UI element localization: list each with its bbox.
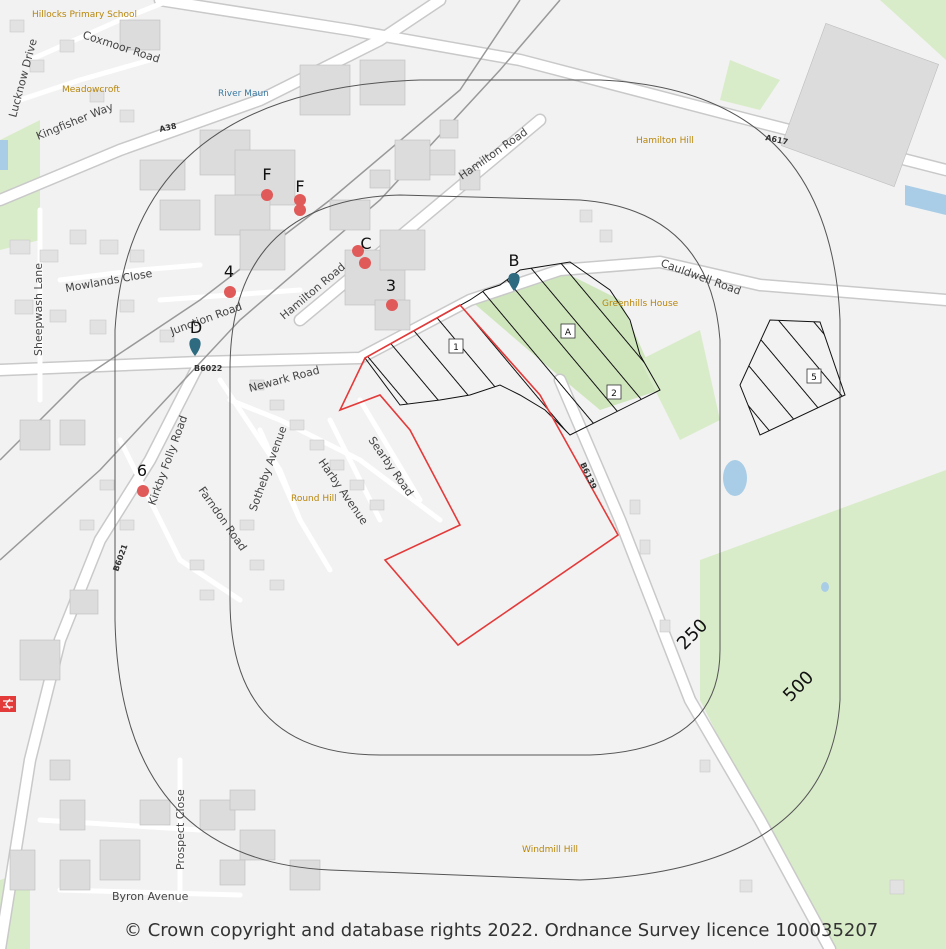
marker-label: 6 [137, 461, 147, 480]
area-label-2: 2 [606, 384, 622, 400]
marker-label: C [360, 234, 371, 253]
area-label-a: A [560, 323, 576, 339]
label-sheepwash-lane: Sheepwash Lane [32, 263, 45, 356]
marker-c[interactable]: C [352, 234, 372, 269]
marker-dot [261, 189, 273, 201]
label-round-hill: Round Hill [291, 494, 337, 504]
marker-b[interactable]: B [508, 251, 520, 291]
marker-dot [386, 299, 398, 311]
hatched-areas [364, 261, 846, 436]
marker-f2[interactable]: F [294, 177, 306, 216]
area-label-5: 5 [806, 368, 822, 384]
label-river-maun: River Maun [218, 89, 269, 99]
label-b6022: B6022 [194, 364, 222, 373]
marker-4[interactable]: 4 [224, 262, 236, 298]
label-byron-avenue: Byron Avenue [112, 890, 189, 903]
residential-blocks [9, 19, 905, 895]
label-meadowcroft: Meadowcroft [62, 85, 120, 95]
marker-label: F [295, 177, 304, 196]
marker-label: 4 [224, 262, 234, 281]
svg-text:5: 5 [811, 373, 817, 383]
label-a38: A38 [159, 121, 178, 133]
marker-dot [224, 286, 236, 298]
marker-3[interactable]: 3 [386, 276, 398, 311]
marker-f[interactable]: F [261, 165, 273, 201]
rail-station-icon [0, 696, 16, 712]
copyright-notice: © Crown copyright and database rights 20… [124, 920, 879, 941]
label-hillocks-school: Hillocks Primary School [32, 10, 137, 20]
markers-layer: F F C B 4 3D 6 [137, 165, 520, 497]
site-boundary [338, 303, 620, 647]
place-labels: Hillocks Primary School Meadowcroft Hami… [32, 10, 694, 855]
marker-label: B [509, 251, 520, 270]
svg-text:A: A [565, 328, 572, 338]
label-prospect-close: Prospect Close [174, 789, 187, 870]
map-pin-icon [189, 338, 201, 356]
svg-text:1: 1 [453, 343, 459, 353]
hatched-area-5 [739, 319, 846, 436]
marker-d[interactable]: D [189, 318, 202, 356]
area-labels: 1 A 2 5 [448, 323, 822, 400]
label-hamilton-hill: Hamilton Hill [636, 136, 694, 146]
water-bodies [0, 140, 946, 592]
marker-6[interactable]: 6 [137, 461, 149, 497]
map-pin-icon [508, 273, 520, 291]
buffer-250-ring [229, 194, 721, 756]
label-greenhills-house: Greenhills House [602, 299, 679, 309]
buffer-500-ring [114, 79, 841, 881]
marker-label: F [262, 165, 271, 184]
buffer-rings [114, 79, 841, 881]
marker-label: D [190, 318, 202, 337]
area-label-1: 1 [448, 338, 464, 354]
marker-dot [294, 194, 306, 206]
hatched-area-main [364, 261, 661, 436]
marker-dot [352, 245, 364, 257]
marker-label: 3 [386, 276, 396, 295]
buildings [9, 19, 939, 891]
svg-text:2: 2 [611, 389, 617, 399]
marker-dot [359, 257, 371, 269]
marker-dot [294, 204, 306, 216]
marker-dot [137, 485, 149, 497]
label-windmill-hill: Windmill Hill [522, 845, 578, 855]
